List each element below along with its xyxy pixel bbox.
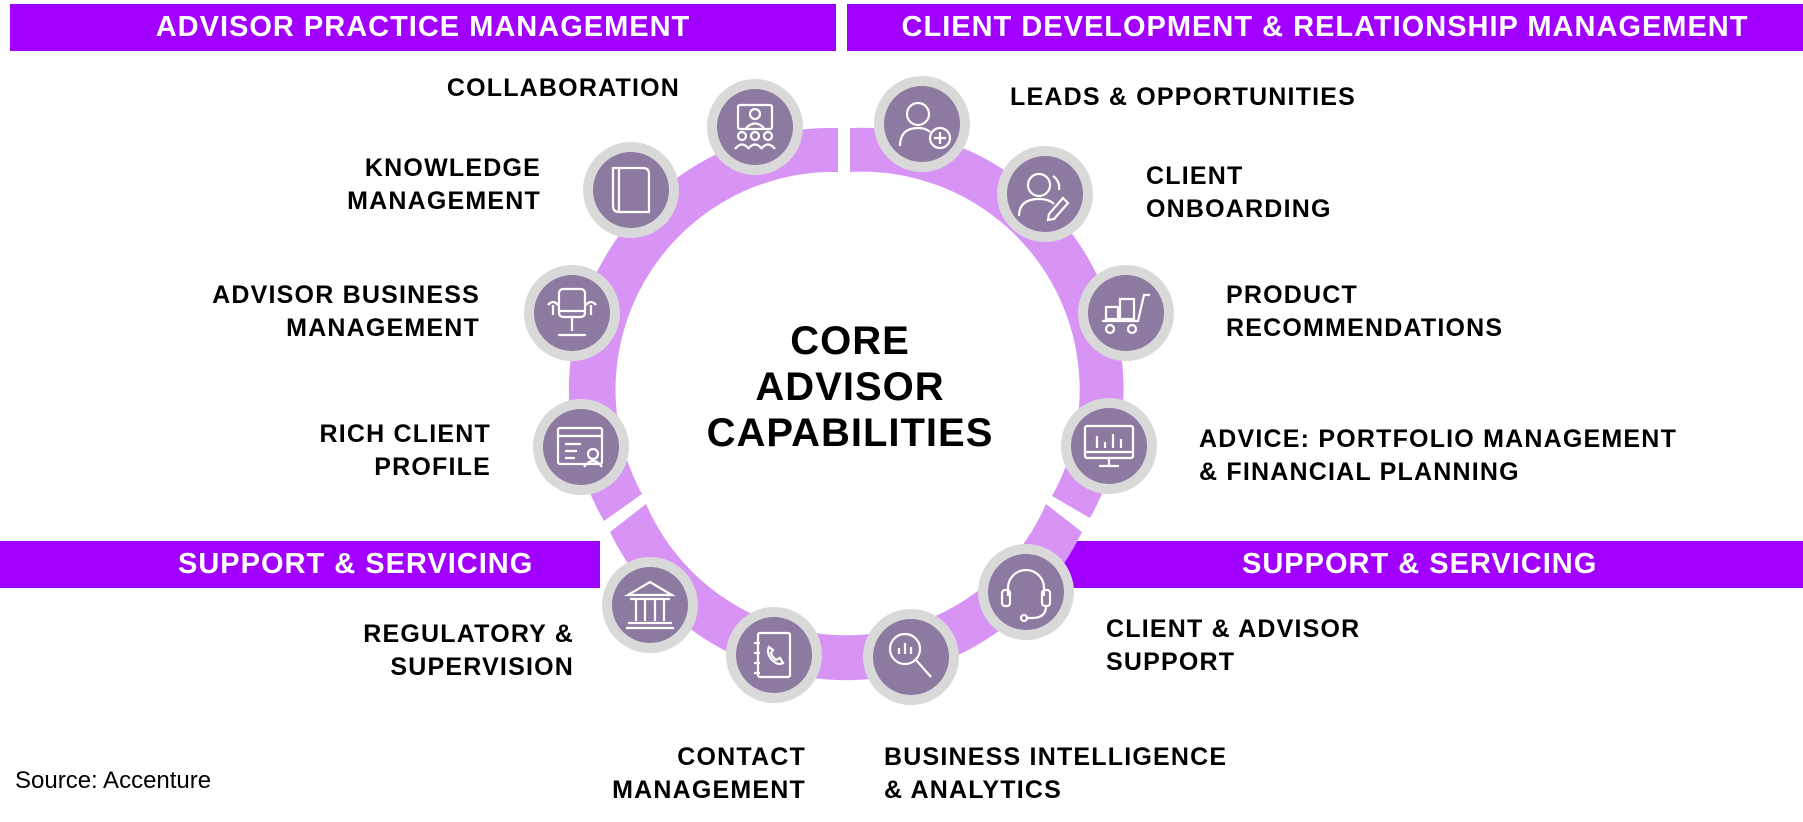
ring-segment-support (610, 504, 1082, 681)
label-leads-opportunities: LEADS & OPPORTUNITIES (1010, 83, 1357, 111)
video-conference-icon (734, 103, 776, 150)
icon-node-rich-client (533, 399, 629, 495)
label-business-intelligence: BUSINESS INTELLIGENCE & ANALYTICS (884, 743, 1228, 804)
label-regulatory-supervision: REGULATORY & SUPERVISION (363, 620, 574, 681)
label-advice: ADVICE: PORTFOLIO MANAGEMENT & FINANCIAL… (1199, 425, 1678, 486)
icon-node-support (978, 544, 1074, 640)
banner-support-left: SUPPORT & SERVICING (0, 541, 600, 588)
icon-node-collaboration (707, 79, 803, 175)
icon-node-regulatory (602, 557, 698, 653)
label-client-advisor-support: CLIENT & ADVISOR SUPPORT (1106, 615, 1361, 676)
icon-node-onboarding (997, 146, 1093, 242)
profile-window-icon (556, 426, 604, 468)
label-collaboration: COLLABORATION (446, 74, 680, 102)
label-client-onboarding: CLIENT ONBOARDING (1146, 162, 1332, 223)
add-person-icon (898, 101, 952, 150)
label-knowledge-management: KNOWLEDGE MANAGEMENT (347, 154, 541, 215)
person-edit-icon (1017, 172, 1070, 222)
shopping-cart-icon (1102, 293, 1150, 335)
icon-node-advice (1061, 398, 1157, 494)
banner-advisor-practice: ADVISOR PRACTICE MANAGEMENT (10, 4, 836, 51)
label-advisor-business-management: ADVISOR BUSINESS MANAGEMENT (212, 281, 480, 342)
icon-node-leads (874, 76, 970, 172)
magnifier-chart-icon (888, 632, 932, 678)
label-rich-client-profile: RICH CLIENT PROFILE (319, 420, 491, 481)
icon-node-product (1078, 265, 1174, 361)
icon-node-bi (863, 609, 959, 705)
icon-node-contact (726, 607, 822, 703)
monitor-chart-icon (1083, 424, 1135, 468)
icon-node-knowledge (583, 142, 679, 238)
label-product-recommendations: PRODUCT RECOMMENDATIONS (1226, 281, 1504, 342)
phone-book-icon (754, 631, 792, 679)
center-title: CORE ADVISOR CAPABILITIES (706, 319, 994, 455)
banner-support-right: SUPPORT & SERVICING (1060, 541, 1803, 588)
icon-node-advisor-business (524, 265, 620, 361)
banner-client-development: CLIENT DEVELOPMENT & RELATIONSHIP MANAGE… (847, 4, 1803, 51)
source-note: Source: Accenture (15, 767, 212, 794)
bank-building-icon (623, 580, 677, 630)
office-chair-icon (547, 287, 597, 337)
book-icon (611, 166, 651, 214)
headset-icon (1000, 568, 1052, 623)
label-contact-management: CONTACT MANAGEMENT (612, 743, 806, 804)
